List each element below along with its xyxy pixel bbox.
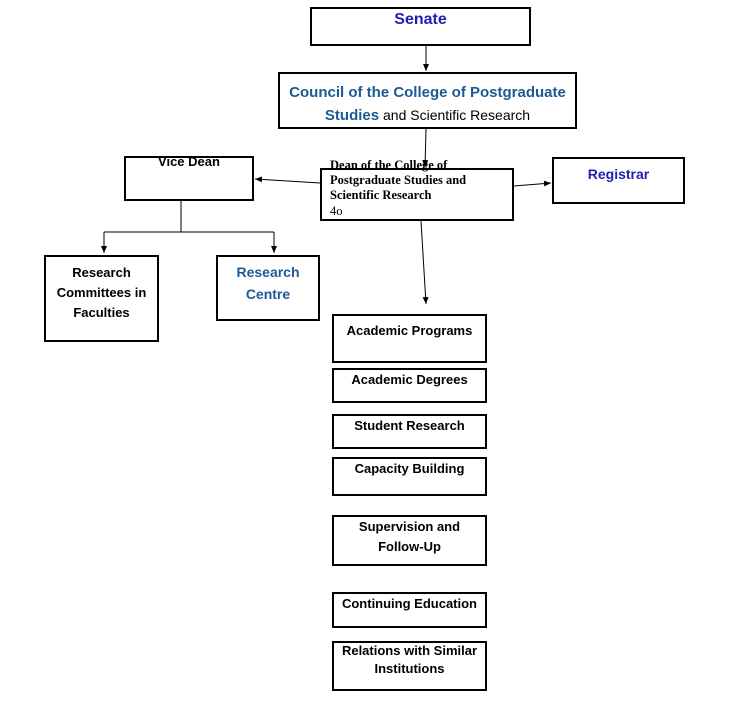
unit-label: Academic Programs <box>346 323 473 338</box>
research-committees-line3: Faculties <box>73 305 130 320</box>
unit-student-research: Student Research <box>332 414 487 449</box>
senate-label: Senate <box>394 11 447 28</box>
unit-label: Capacity Building <box>354 461 465 476</box>
registrar-label: Registrar <box>587 166 650 182</box>
dean-label-line2: Postgraduate Studies and <box>330 173 467 187</box>
unit-continuing-education: Continuing Education <box>332 592 487 628</box>
research-committees-line2: Committees in <box>56 285 147 300</box>
arrow-council-to-dean <box>422 128 429 168</box>
vice-dean-box: Vice Dean <box>124 154 254 201</box>
council-label-line1: Council of the College of Postgraduate <box>289 84 566 101</box>
dean-label-line3: Scientific Research <box>330 188 432 202</box>
research-centre-line2: Centre <box>245 286 291 302</box>
unit-label: Student Research <box>354 418 465 433</box>
unit-label: Continuing Education <box>341 596 478 611</box>
unit-capacity-building: Capacity Building <box>332 457 487 496</box>
research-centre-box: Research Centre <box>216 255 320 321</box>
registrar-box: Registrar <box>552 157 685 204</box>
research-centre-line1: Research <box>236 264 300 280</box>
unit-label-line2: Follow-Up <box>378 539 441 554</box>
council-label-rest: and Scientific Research <box>383 107 531 123</box>
dean-box: Dean of the College of Postgraduate Stud… <box>320 158 514 221</box>
dean-number: 4o <box>330 204 343 218</box>
research-committees-line1: Research <box>72 265 131 280</box>
vice-dean-label: Vice Dean <box>158 154 220 169</box>
unit-academic-degrees: Academic Degrees <box>332 368 487 403</box>
council-label-studies: Studies <box>324 107 380 124</box>
senate-box: Senate <box>310 7 531 46</box>
unit-relations-similar-institutions: Relations with Similar Institutions <box>332 641 487 691</box>
dean-label-line1: Dean of the College of <box>330 158 448 172</box>
unit-label-line1: Relations with Similar <box>341 643 478 658</box>
unit-academic-programs: Academic Programs <box>332 314 487 363</box>
unit-supervision-follow-up: Supervision and Follow-Up <box>332 515 487 566</box>
arrow-dean-to-registrar <box>513 180 552 187</box>
research-committees-box: Research Committees in Faculties <box>44 255 159 342</box>
arrow-dean-to-units <box>420 220 429 305</box>
unit-label-line1: Supervision and <box>358 519 461 534</box>
arrow-dean-to-vice-dean <box>254 176 321 184</box>
unit-label-line2: Institutions <box>374 661 445 676</box>
council-box: Council of the College of Postgraduate S… <box>278 72 577 129</box>
unit-label: Academic Degrees <box>351 372 468 387</box>
